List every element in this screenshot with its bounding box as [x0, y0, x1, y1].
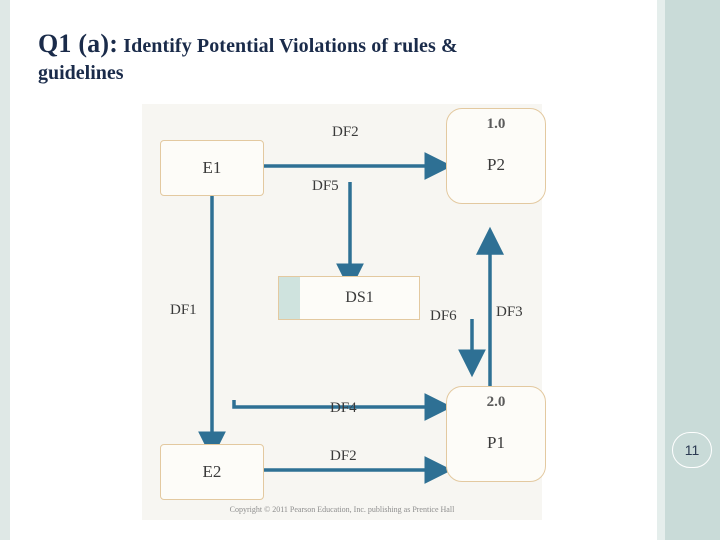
process-2-number: 2.0 — [486, 394, 506, 410]
right-accent-band-light — [657, 0, 665, 540]
flow-label-df2-bottom: DF2 — [330, 448, 357, 464]
datastore-label: DS1 — [300, 276, 420, 320]
node-e1-label: E1 — [202, 158, 222, 177]
page-title-rest: Identify Potential Violations of rules & — [118, 35, 458, 57]
page-title-strong: Q1 (a): — [38, 29, 119, 58]
flow-label-df2-top: DF2 — [332, 124, 359, 140]
copyright-text: Copyright © 2011 Pearson Education, Inc.… — [229, 505, 455, 514]
page-title-line2: guidelines — [38, 61, 124, 84]
dfd-canvas: E1 E2 1.0 P2 2.0 P1 DS1 DF2 — [142, 104, 546, 520]
node-e2-label: E2 — [202, 462, 222, 481]
dfd-diagram: E1 E2 1.0 P2 2.0 P1 DS1 DF2 — [142, 104, 546, 520]
flow-label-df3: DF3 — [496, 304, 523, 320]
page-title: Q1 (a): Identify Potential Violations of… — [38, 28, 678, 85]
flow-label-df1: DF1 — [170, 302, 197, 318]
flow-label-df5: DF5 — [312, 178, 339, 194]
process-2-label: P1 — [487, 433, 505, 452]
flow-label-df6: DF6 — [430, 308, 457, 324]
node-process-2-p1[interactable]: 2.0 P1 — [446, 386, 546, 482]
process-1-number: 1.0 — [486, 116, 506, 132]
datastore-cap — [278, 276, 300, 320]
page-number-value: 11 — [684, 442, 700, 458]
left-accent-band — [0, 0, 10, 540]
node-e1[interactable]: E1 — [160, 140, 264, 196]
dfd-arrows — [198, 152, 504, 484]
page-number-badge: 11 — [672, 432, 712, 468]
node-datastore-ds1[interactable]: DS1 — [278, 276, 420, 320]
node-process-1-p2[interactable]: 1.0 P2 — [446, 108, 546, 204]
node-e2[interactable]: E2 — [160, 444, 264, 500]
process-1-label: P2 — [487, 155, 505, 174]
flow-label-df4: DF4 — [330, 400, 357, 416]
left-accent-band-inner — [10, 0, 24, 540]
